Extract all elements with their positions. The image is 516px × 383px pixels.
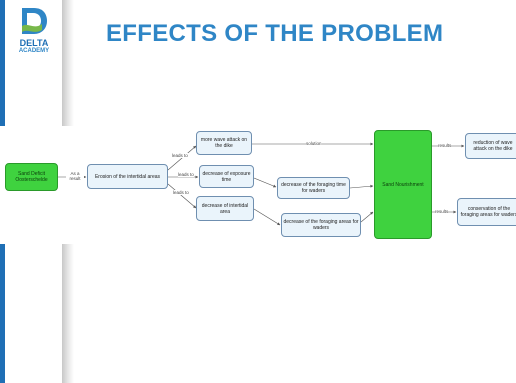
edge-label-leads-to: leads to: [178, 172, 194, 177]
delta-academy-logo-icon: [22, 8, 47, 34]
edge-label-results: results: [435, 209, 449, 214]
node-erosion: Erosion of the intertidal areas: [87, 164, 168, 189]
connector-foraging-time-nourishment: [349, 184, 374, 189]
connector-erosion-intertidal: [167, 183, 197, 209]
connector-erosion-wave: [167, 145, 197, 171]
logo-text-delta: DELTA: [19, 38, 49, 48]
connector-foraging-areas-nourishment: [360, 211, 374, 223]
node-foraging-time: decrease of the foraging time for waders: [277, 177, 350, 199]
edge-label-as-a-result: As a result: [66, 171, 84, 181]
node-sand-nourishment: Sand Nourishment: [374, 130, 432, 239]
edge-label-leads-to: leads to: [172, 153, 188, 158]
logo-text-academy: ACADEMY: [18, 48, 50, 54]
node-intertidal: decrease of intertidal area: [196, 196, 254, 221]
connector-exposure-foraging-time: [253, 177, 277, 188]
node-sand-deficit: Sand Deficit Oosterschelde: [5, 163, 58, 191]
edge-label-solution: solution: [306, 141, 322, 146]
edge-label-leads-to: leads to: [173, 190, 189, 195]
delta-academy-logo: DELTA ACADEMY: [14, 6, 54, 62]
node-exposure: decrease of exposure time: [199, 165, 254, 188]
slide-title: EFFECTS OF THE PROBLEM: [106, 20, 444, 47]
node-foraging-areas: decrease of the foraging areas for wader…: [281, 213, 361, 237]
node-wave-attack: more wave attack on the dike: [196, 131, 252, 155]
connector-intertidal-foraging-areas: [253, 208, 281, 226]
edge-label-results: results: [438, 143, 452, 148]
node-conservation: conservation of the foraging areas for w…: [457, 198, 516, 226]
node-reduction: reduction of wave attack on the dike: [465, 133, 516, 159]
